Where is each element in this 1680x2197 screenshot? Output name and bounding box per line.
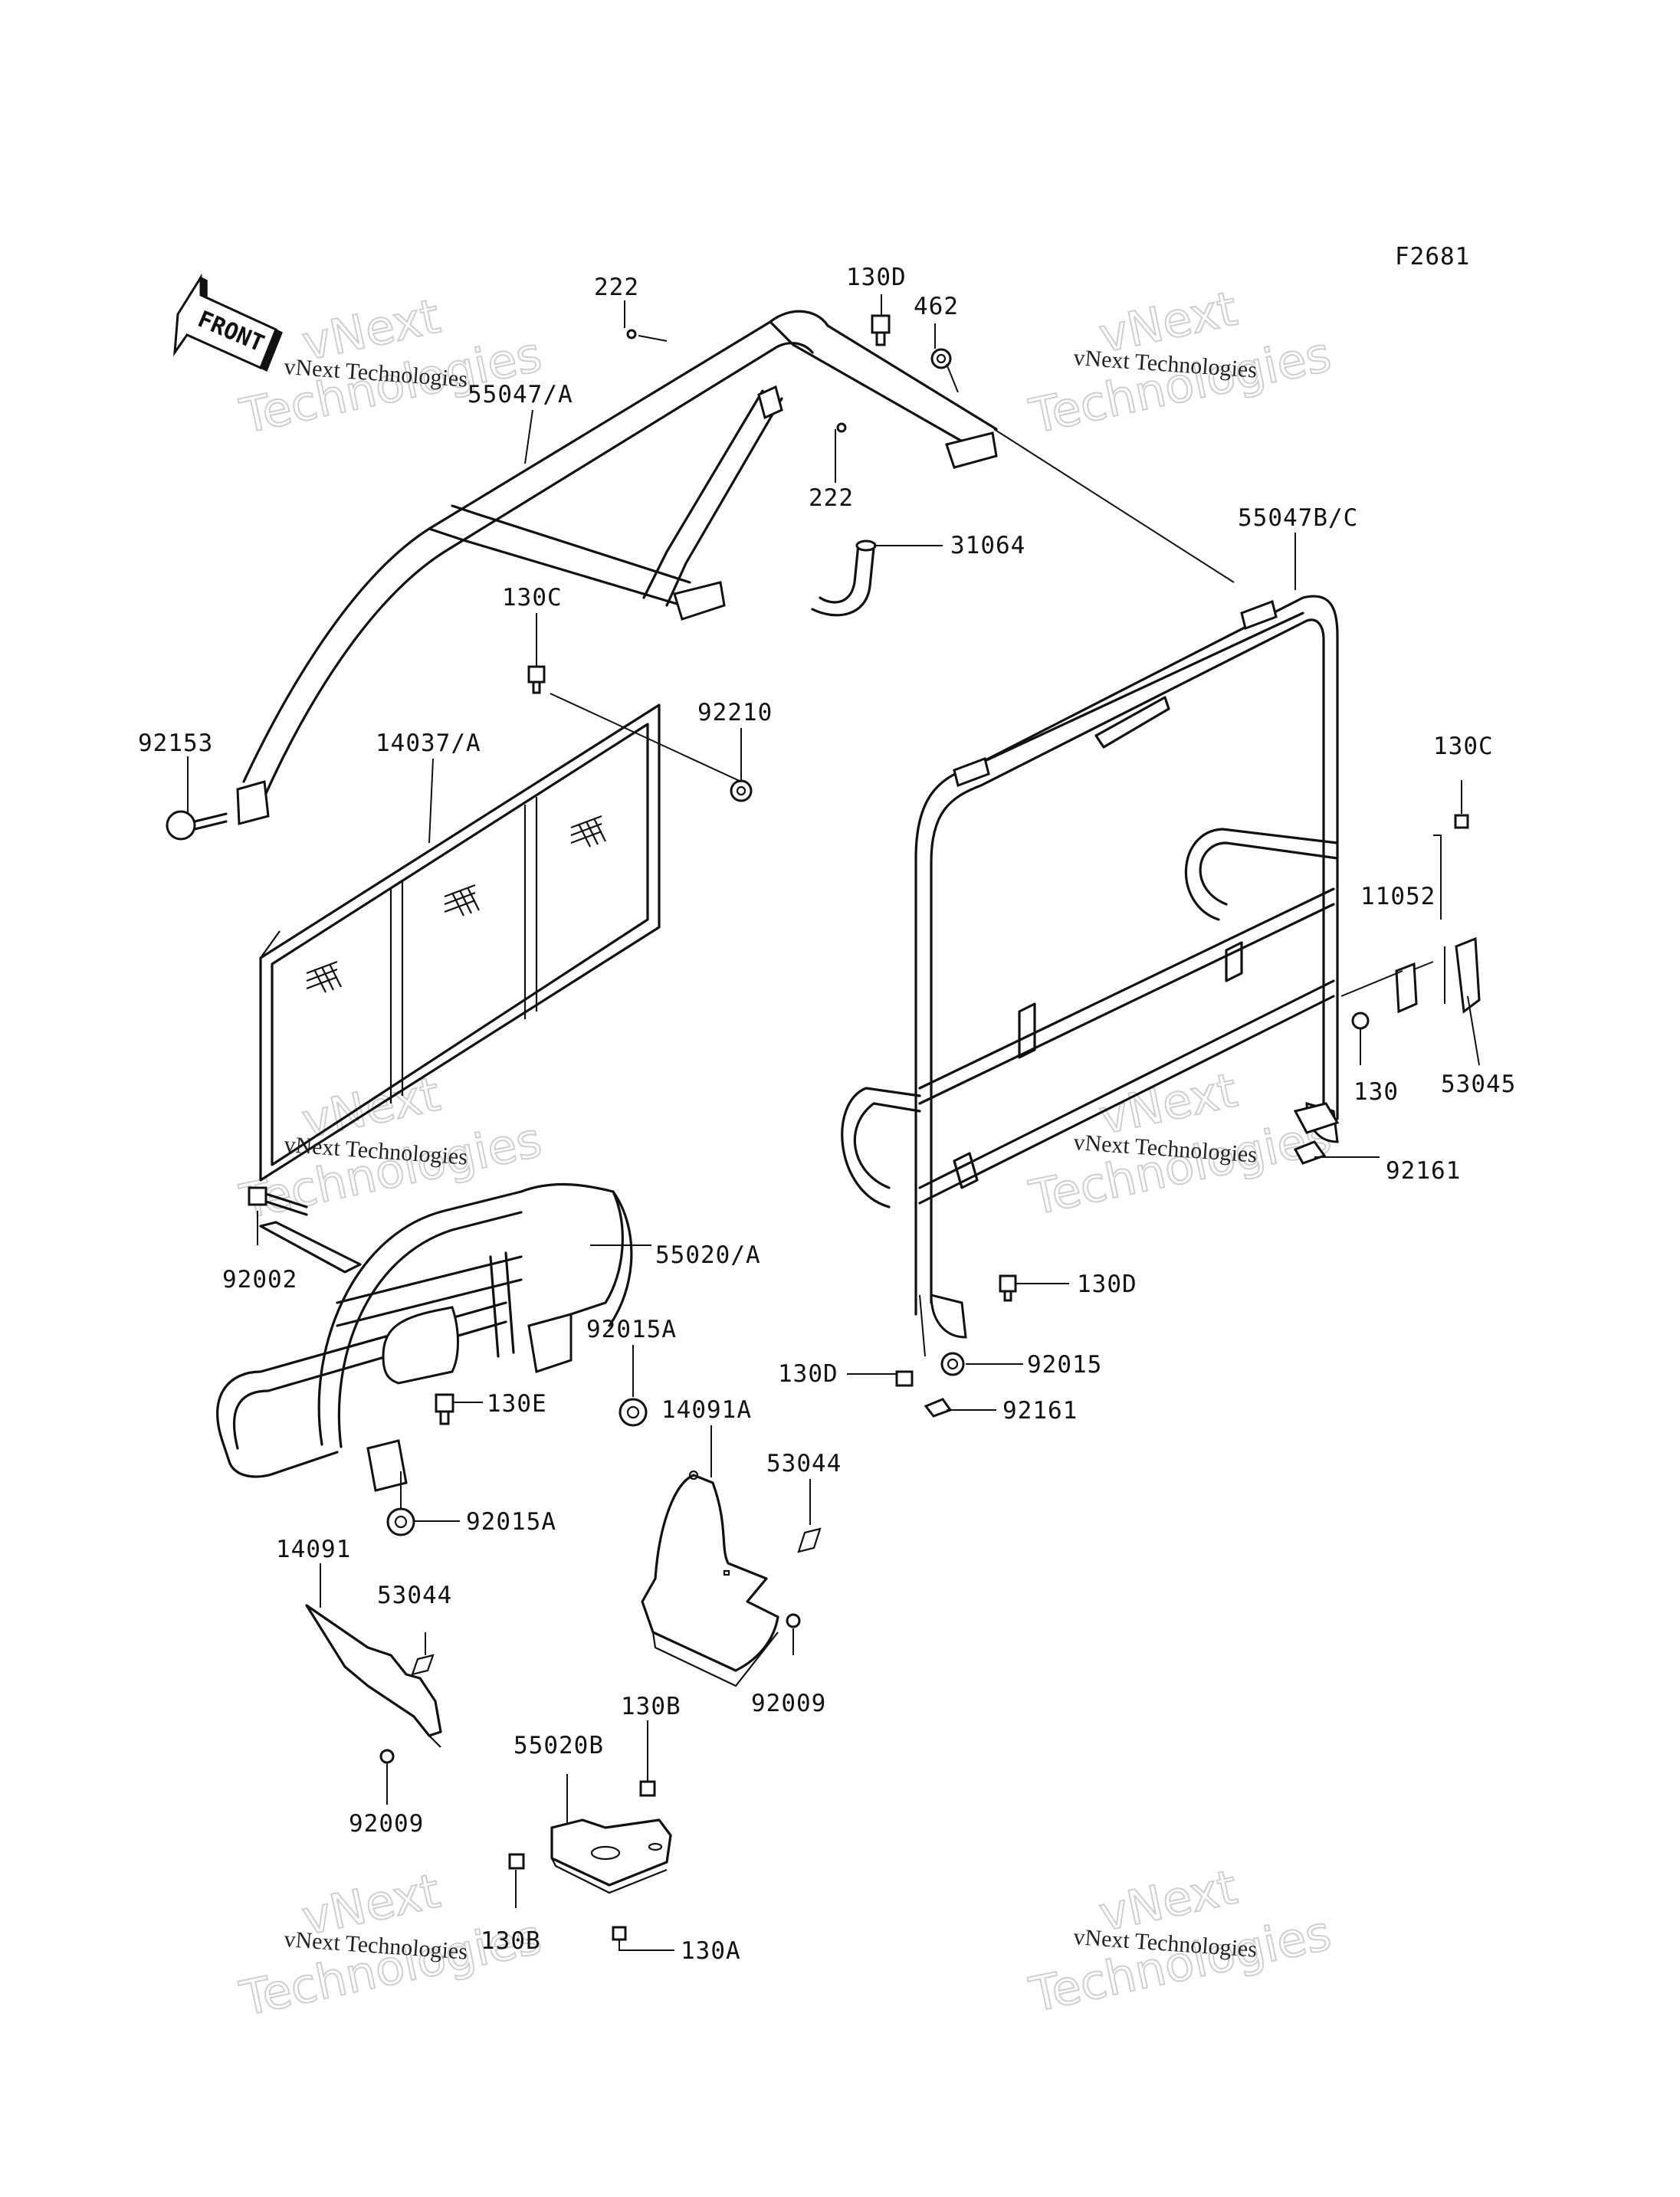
callout-130c-left: 130C xyxy=(502,584,563,612)
bolt-130d-top-icon xyxy=(871,314,891,346)
callout-130d-low: 130D xyxy=(778,1360,838,1388)
bolt-222-b-icon xyxy=(836,422,847,433)
bracket-53045-icon xyxy=(1455,936,1481,1014)
bolt-130e-icon xyxy=(435,1393,454,1425)
callout-130: 130 xyxy=(1354,1078,1399,1106)
callout-11052: 11052 xyxy=(1360,883,1436,910)
nut-92015a-low-icon xyxy=(386,1507,415,1536)
callout-55020b: 55020B xyxy=(514,1732,604,1759)
clip-53044-left-icon xyxy=(411,1654,435,1676)
bracket-11052-icon xyxy=(1395,962,1418,1014)
callout-92009-left: 92009 xyxy=(349,1810,424,1838)
callout-14037a: 14037/A xyxy=(376,730,481,757)
callout-labels: 222 130D 462 55047/A 222 31064 55047B/C … xyxy=(138,264,1516,1965)
callout-55047a: 55047/A xyxy=(468,381,573,408)
callout-92161-top: 92161 xyxy=(1386,1157,1461,1185)
leader-lines xyxy=(187,294,1480,1951)
callout-130d-top: 130D xyxy=(846,264,907,291)
skid-plate-14091 xyxy=(305,1604,442,1748)
callout-92015a-top: 92015A xyxy=(586,1316,677,1343)
bolt-130a-icon xyxy=(612,1926,627,1941)
callout-222-a: 222 xyxy=(594,274,639,301)
bolt-92002-icon xyxy=(248,1186,308,1216)
callout-92002: 92002 xyxy=(222,1266,297,1294)
callout-130c-right: 130C xyxy=(1433,733,1494,760)
callout-14091a: 14091A xyxy=(661,1396,752,1424)
watermark-mid-right: vNext Technologies vNext Technologies xyxy=(1024,1061,1337,1227)
callout-53044-right: 53044 xyxy=(766,1450,842,1477)
mesh-icon xyxy=(306,815,606,993)
callout-92015a-low: 92015A xyxy=(466,1508,556,1536)
bolt-130d-mid-icon xyxy=(999,1274,1017,1302)
callout-130b-top: 130B xyxy=(621,1693,681,1720)
bolt-222-a-icon xyxy=(626,329,637,339)
callout-92161-low: 92161 xyxy=(1002,1397,1078,1425)
rear-screen xyxy=(259,703,661,1182)
skid-plate-55020b xyxy=(550,1818,672,1894)
washer-92161-low-icon xyxy=(924,1398,953,1418)
watermark-top-left: vNext Technologies vNext Technologies xyxy=(235,287,547,445)
callout-130a: 130A xyxy=(681,1937,741,1965)
callout-92153: 92153 xyxy=(138,730,213,757)
front-arrow-icon: FRONT xyxy=(173,273,283,372)
front-bumper xyxy=(216,1182,633,1492)
bolt-130c-left-icon xyxy=(527,665,546,694)
nut-92015a-top-icon xyxy=(619,1398,648,1427)
callout-92009-right: 92009 xyxy=(751,1690,826,1717)
nut-462-icon xyxy=(930,348,952,369)
bolt-130b-low-icon xyxy=(508,1853,525,1870)
callout-222-b: 222 xyxy=(809,484,854,512)
callout-14091: 14091 xyxy=(276,1536,351,1563)
bolt-130b-top-icon xyxy=(639,1780,656,1797)
callout-53044-left: 53044 xyxy=(377,1582,452,1609)
bolt-92009-left-icon xyxy=(379,1749,395,1764)
bolt-130-icon xyxy=(1351,1012,1370,1030)
nut-92015-icon xyxy=(940,1352,965,1376)
skid-plate-14091a xyxy=(641,1470,779,1687)
callout-462: 462 xyxy=(914,293,959,320)
roll-cage-rear xyxy=(841,595,1339,1339)
roll-bar-top xyxy=(236,310,998,825)
bolt-92153-icon xyxy=(166,810,228,841)
diagram-id: F2681 xyxy=(1395,243,1470,271)
nut-92210-icon xyxy=(730,779,753,802)
callout-92015: 92015 xyxy=(1027,1351,1102,1379)
callout-130e: 130E xyxy=(487,1390,547,1418)
callout-92210: 92210 xyxy=(697,699,773,726)
bolt-130d-low-icon xyxy=(895,1370,914,1387)
callout-31064: 31064 xyxy=(950,532,1025,559)
hose-31064 xyxy=(811,539,877,617)
callout-55020a: 55020/A xyxy=(655,1241,761,1269)
clip-53044-right-icon xyxy=(797,1527,822,1553)
callout-130b-low: 130B xyxy=(481,1927,541,1955)
callout-130d-mid: 130D xyxy=(1077,1271,1137,1298)
bolt-130c-right-icon xyxy=(1454,814,1469,829)
watermark-top-right: vNext Technologies vNext Technologies xyxy=(1024,280,1337,445)
bolt-92009-right-icon xyxy=(786,1613,801,1628)
mount-icon xyxy=(1293,1102,1340,1134)
callout-55047bc: 55047B/C xyxy=(1238,504,1358,532)
callout-53045: 53045 xyxy=(1441,1071,1516,1098)
watermark-bottom-right: vNext Technologies vNext Technologies xyxy=(1024,1858,1337,2024)
